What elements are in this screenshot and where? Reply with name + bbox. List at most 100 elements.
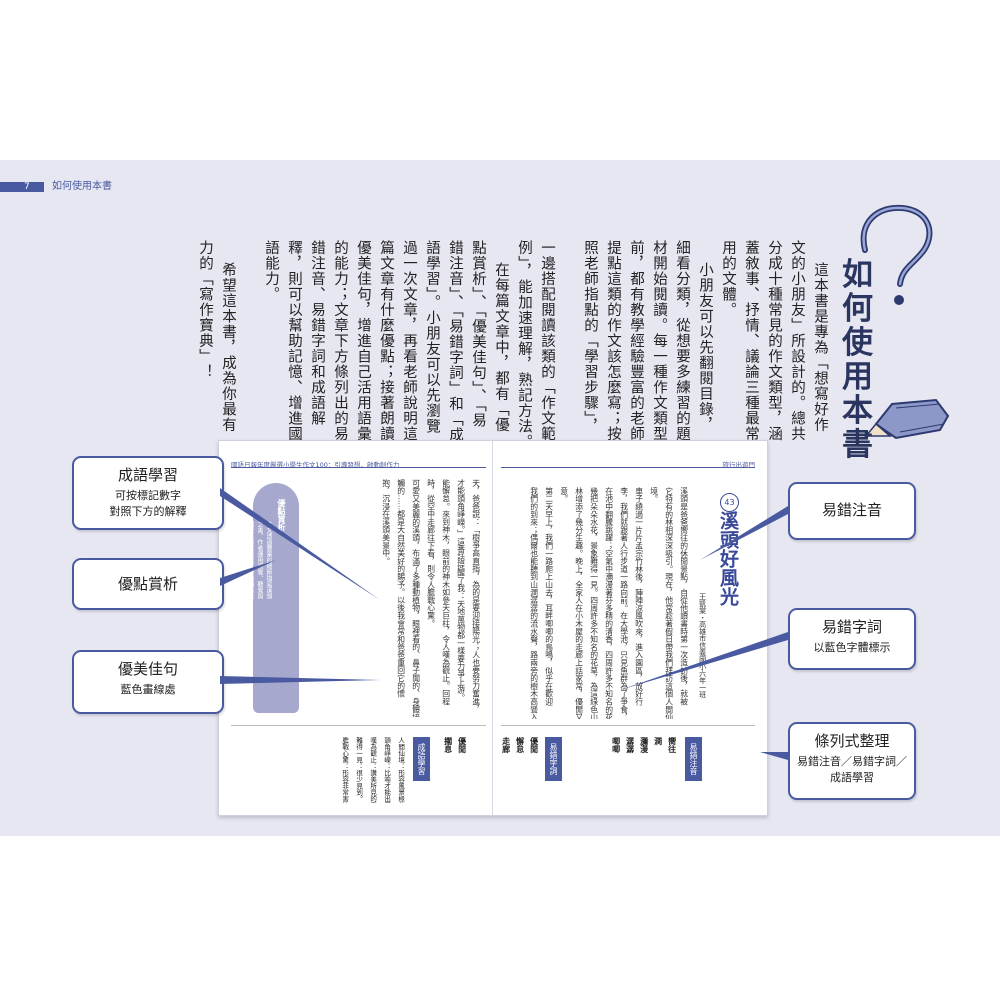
- page-title-char: 書: [842, 427, 873, 463]
- callout-chengyu: 成語學習 可按標記數字對照下方的解釋: [72, 456, 224, 530]
- text-column: 人間仙境：形容風景極美的地方。: [396, 737, 405, 803]
- text-column: 前，都有教學經驗豐富的老師: [628, 240, 644, 442]
- text-column: 小朋友可以先翻閱目錄，: [697, 262, 713, 433]
- text-column: 林增添了幾分生趣。晚上，全家人在小木屋的走廊上話家常，優閒又愜: [574, 487, 584, 719]
- callout-desc: 以藍色字體標示: [813, 641, 891, 654]
- text-column: 天，爸爸說：「樹爭高直指，為的是要迎接陽光；人也要努力奮進，: [471, 479, 481, 713]
- text-column: 可愛又美麗的溪頭，布滿了多種動植物，眼裡看的、鼻子聞的、身體接: [411, 479, 421, 717]
- text-column: 入山林之中，並在結尾抒發對: [238, 521, 245, 599]
- text-column: 潺潺: [625, 737, 635, 753]
- page-title-char: 何: [842, 291, 873, 327]
- text-column: 瀰漫: [639, 737, 649, 753]
- text-column: 時，從空中走廊往下看，則令人膽戰心驚。: [426, 479, 436, 628]
- question-mark-icon: [860, 204, 933, 305]
- callout-title: 優點賞析: [117, 575, 178, 593]
- text-column: 提點這類的作文該怎麼寫；按: [605, 240, 621, 442]
- story-title: 溪頭好風光: [717, 511, 739, 606]
- text-column: 在池中翻騰跳躍；空氣中瀰漫著芬多精的清香，四周許多不知名的花草，: [604, 487, 614, 719]
- text-column: 膽戰心驚：形容非常害怕。: [340, 737, 349, 803]
- text-column: 溪頭是爸爸嚮往的休閒景點，自從他讀書時第一次造訪後，就被: [679, 487, 689, 706]
- text-column: 自然的感謝之情，值得學習。: [229, 521, 236, 599]
- text-column: 李，我們就跟著人行步道一路向前。在大學池，只見魚群為了爭食，: [619, 487, 629, 719]
- callout-title: 易錯字詞: [821, 618, 882, 636]
- text-column: 文的小朋友」所設計的。總共: [789, 240, 805, 442]
- header-rule: [231, 467, 486, 468]
- text-column: 澗: [653, 737, 663, 745]
- tab-chengyu: 成語學習: [413, 737, 430, 781]
- callout-zici: 易錯字詞 以藍色字體標示: [788, 608, 916, 670]
- text-column: 的能力；文章下方條列出的易: [332, 240, 348, 442]
- highlight-title: 優點賞析: [277, 499, 286, 531]
- callout-title: 易錯注音: [821, 501, 882, 519]
- text-column: 過一次文章，再看老師說明這: [401, 240, 417, 442]
- callout-title: 成語學習: [117, 466, 178, 484]
- page-title-char: 如: [842, 257, 873, 293]
- text-column: 例」，能加速理解，熟記方法。: [516, 240, 532, 450]
- page-title-char: 用: [842, 359, 873, 395]
- text-column: 車子繞過一片片孟宗竹林後，陣陣涼風吹來，進入園區，放好行: [634, 487, 644, 706]
- text-column: 幾把朵朵水花，景象難得一見。四周許多不知名的花草，為這綠色山: [589, 487, 599, 719]
- text-column: 用的文體。: [720, 240, 736, 318]
- callout-title: 條列式整理: [814, 732, 890, 750]
- text-column: 在每篇文章中，都有「優: [493, 262, 509, 433]
- text-column: 之美，作者運用視覺、聽覺與: [256, 521, 263, 599]
- text-column: 抱，沉浸在溪頭美景中。: [381, 479, 391, 565]
- section-divider: [231, 725, 486, 726]
- text-column: 走廊: [501, 737, 511, 753]
- text-column: 力的「寫作寶典」！: [197, 240, 213, 380]
- text-column: 嚮往: [667, 737, 677, 753]
- text-column: 細看分類，從想要多練習的題: [674, 240, 690, 442]
- callout-desc: 易錯注音／易錯字詞／成語學習: [797, 755, 907, 784]
- text-column: 第二天早上，我們一路爬上山去，耳畔唧唧的鳥鳴，似乎在歡迎: [544, 487, 554, 706]
- page-title-char: 本: [842, 393, 873, 429]
- text-column: 篇文章有什麼優點；接著朗讀: [378, 240, 394, 442]
- text-column: 這本書是專為「想寫好作: [812, 262, 828, 433]
- text-column: 才能頭角崢嶸。」這番話提醒了我：天地萬物都一樣要力爭上游。: [456, 479, 466, 702]
- story-number: 43: [720, 493, 739, 512]
- callout-zhuyin: 易錯注音: [788, 482, 916, 540]
- page-number: 7: [24, 182, 30, 192]
- text-column: 優閒: [529, 737, 539, 753]
- book-left-header: 國語日報年度嚴選小學生作文100：引導發想，啟動創作力: [231, 461, 400, 469]
- text-column: 材開始閱讀。每一種作文類型: [651, 240, 667, 442]
- text-column: 我們的到來；偶爾也能聽到山澗潺潺的流水聲，路兩旁的樹木高聳入: [529, 487, 539, 719]
- callout-title: 優美佳句: [117, 660, 178, 678]
- text-column: 意。: [559, 487, 569, 503]
- text-column: 本文透過豐富的細節描寫溪頭: [265, 521, 272, 599]
- text-column: 語能力。: [263, 240, 279, 302]
- callout-tiaolie: 條列式整理 易錯注音／易錯字詞／成語學習: [788, 722, 916, 800]
- text-column: 唧唧: [611, 737, 621, 753]
- text-column: 擱息: [443, 737, 453, 753]
- text-column: 懈怠: [515, 737, 525, 753]
- text-column: 錯注音、易錯字詞和成語解: [309, 240, 325, 426]
- text-column: 點賞析」、「優美佳句」、「易: [470, 240, 486, 428]
- header-rule: [501, 467, 755, 468]
- text-column: 難得一見：很少見到。: [354, 737, 363, 802]
- text-column: 頭角崢嶸：比喻才能出眾。: [382, 737, 391, 803]
- running-header-title: 如何使用本書: [52, 181, 112, 192]
- tab-zici: 易錯字詞: [545, 737, 562, 781]
- text-column: 一邊搭配閱讀該類的「作文範: [539, 240, 555, 442]
- text-column: 蓋敘事、抒情、議論三種最常: [743, 240, 759, 442]
- page-title-char: 使: [842, 325, 873, 361]
- text-column: 釋，則可以幫助記憶、增進國: [286, 240, 302, 442]
- tab-zhuyin: 易錯注音: [685, 737, 702, 781]
- text-column: 希望這本書，成為你最有: [220, 262, 236, 433]
- text-column: 優閒: [457, 737, 467, 753]
- sample-book-spread: 國語日報年度嚴選小學生作文100：引導發想，啟動創作力 旅行出遊門 優點賞析 本…: [218, 440, 768, 816]
- callout-jiaju: 優美佳句 藍色畫線處: [72, 650, 224, 714]
- text-column: 觸覺等感官摹寫，帶領讀者走: [247, 521, 254, 599]
- text-column: 語學習」。小朋友可以先瀏覽: [424, 240, 440, 435]
- callout-desc: 可按標記數字對照下方的解釋: [109, 489, 187, 518]
- text-column: 它特有的林相深深吸引。現在，他常趁著假日帶我們拜訪這個人間仙: [664, 487, 674, 719]
- page-number-bar: [0, 182, 44, 192]
- story-author: 王凱棠・高雄市信義國小六年一班: [698, 593, 707, 698]
- text-column: 觸的……都是大自然美好的賜予。以後我會常和爸爸重回它的懷: [396, 479, 406, 698]
- text-column: 嘆為觀止：讚美所見的事物好到極點。: [368, 737, 377, 803]
- book-spine: [492, 441, 493, 815]
- section-divider: [501, 725, 755, 726]
- text-column: 分成十種常見的作文類型，涵: [766, 240, 782, 442]
- text-column: 境。: [649, 487, 659, 503]
